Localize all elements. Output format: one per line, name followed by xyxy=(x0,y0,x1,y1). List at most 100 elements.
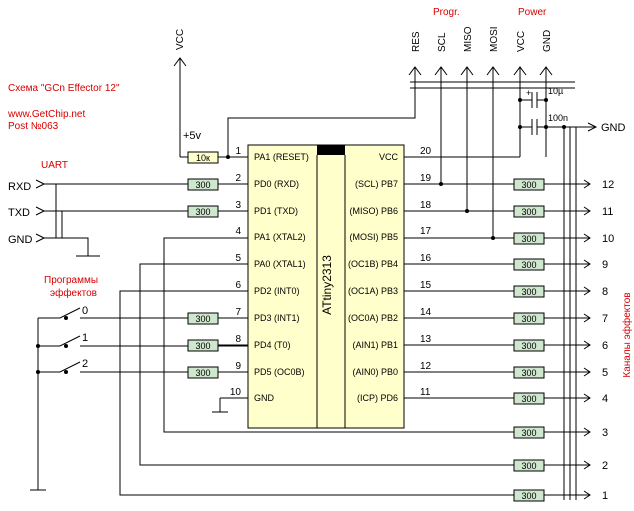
channel-resistor xyxy=(513,312,545,325)
power-header: VCC GND xyxy=(410,30,575,157)
ch3-wire xyxy=(163,237,582,433)
chip-pin-name: (OC0A) PB2 xyxy=(348,313,398,323)
channel-resistor xyxy=(513,285,545,298)
series-resistor-label: 300 xyxy=(195,341,210,351)
prog-pin-miso: MISO xyxy=(463,26,474,52)
svg-text:+: + xyxy=(526,88,531,98)
chip-pin-name: (OC1B) PB4 xyxy=(348,259,398,269)
channel-number: 2 xyxy=(602,460,608,472)
chip-pin-name: PD1 (TXD) xyxy=(254,206,298,216)
chip-pin-name: (AIN1) PB1 xyxy=(352,340,398,350)
pullup-resistor-label: 10к xyxy=(196,153,210,163)
button-1-label: 1 xyxy=(82,332,88,344)
channel-resistor xyxy=(513,232,545,245)
chip-pin-num: 8 xyxy=(235,334,241,345)
channel-number: 1 xyxy=(602,490,608,502)
channel-number: 11 xyxy=(602,206,613,218)
chip-pin-num: 13 xyxy=(420,334,432,345)
arrow-right-icon xyxy=(583,393,591,403)
chip-pin-num: 18 xyxy=(420,200,432,211)
arrow-right-icon xyxy=(583,313,591,323)
channel-resistor xyxy=(513,205,545,218)
channel-resistor xyxy=(513,426,545,439)
channel-number: 12 xyxy=(602,179,614,191)
chip-notch xyxy=(317,145,345,155)
chip-pin-num: 3 xyxy=(235,200,241,211)
title-text: Схема "GCn Effector 12" xyxy=(8,83,120,94)
chip-pin-name: PD0 (RXD) xyxy=(254,179,299,189)
arrow-right-icon xyxy=(583,460,591,470)
site-link[interactable]: www.GetChip.net xyxy=(7,109,85,120)
channel-resistor-label: 300 xyxy=(521,461,536,471)
uart-txd: TXD xyxy=(8,207,30,219)
chip-pin-num: 17 xyxy=(420,226,432,237)
button-2-label: 2 xyxy=(82,358,88,370)
channel-resistor-label: 300 xyxy=(521,260,536,270)
channel-resistor xyxy=(513,258,545,271)
chip-pin-num: 19 xyxy=(420,173,432,184)
post-text: Post №063 xyxy=(8,121,59,132)
cap1-label: 10µ xyxy=(548,86,563,96)
chip-pin-name: (SCL) PB7 xyxy=(355,179,398,189)
chip-pin-name: PA0 (XTAL1) xyxy=(254,259,306,269)
arrow-right-icon xyxy=(583,233,591,243)
channel-resistor-label: 300 xyxy=(521,287,536,297)
channel-number: 3 xyxy=(602,427,608,439)
arrow-right-icon xyxy=(583,490,591,500)
chip-pin-num: 4 xyxy=(235,226,241,237)
channel-resistor-label: 300 xyxy=(521,180,536,190)
res-line xyxy=(227,68,416,157)
chip-pin-num: 16 xyxy=(420,253,432,264)
chip-pin-name: PA1 (XTAL2) xyxy=(254,232,306,242)
arrow-right-icon xyxy=(583,206,591,216)
chip-pin-name: PA1 (RESET) xyxy=(254,152,309,162)
series-resistor-label: 300 xyxy=(195,207,210,217)
channel-resistor-label: 300 xyxy=(521,428,536,438)
channel-resistor xyxy=(513,339,545,352)
uart-gnd: GND xyxy=(8,234,33,246)
chip-pin-num: 11 xyxy=(420,387,431,398)
chip-pin-num: 15 xyxy=(420,280,432,291)
channel-resistor xyxy=(513,489,545,502)
chip-pin-name: PD4 (T0) xyxy=(254,340,291,350)
power-label: Power xyxy=(518,7,547,18)
arrow-right-icon xyxy=(583,179,591,189)
series-resistor-label: 300 xyxy=(195,314,210,324)
channel-number: 5 xyxy=(602,367,608,379)
channel-resistor-label: 300 xyxy=(521,314,536,324)
channel-resistor xyxy=(513,178,545,191)
channel-number: 10 xyxy=(602,233,614,245)
channel-number: 7 xyxy=(602,313,608,325)
cap2-label: 100n xyxy=(548,113,568,123)
chip-pin-num: 6 xyxy=(235,280,241,291)
capacitor-100n: 100n xyxy=(520,113,568,135)
channel-resistor-label: 300 xyxy=(521,207,536,217)
chip-pin-name: (MISO) PB6 xyxy=(349,206,398,216)
gnd-label: GND xyxy=(601,122,626,134)
chip-pin-num: 12 xyxy=(420,361,432,372)
arrow-right-icon xyxy=(583,367,591,377)
vcc-arrow-icon xyxy=(173,57,187,67)
power-pin-gnd: GND xyxy=(542,30,553,52)
chip-pin-name: PD2 (INT0) xyxy=(254,286,300,296)
chip-pin-name: (OC1A) PB3 xyxy=(348,286,398,296)
prog-pin-res: RES xyxy=(411,31,422,52)
chip-pin-num: 7 xyxy=(235,307,241,318)
ch1-wire xyxy=(119,290,582,496)
channel-resistor-label: 300 xyxy=(521,491,536,501)
chip-pin-num: 1 xyxy=(235,146,241,157)
chip-pin-num: 20 xyxy=(420,146,432,157)
uart-connector: RXD TXD GND xyxy=(8,179,188,257)
chip-pin-name: PD3 (INT1) xyxy=(254,313,300,323)
chip-pin-num: 2 xyxy=(235,173,241,184)
arrow-right-icon xyxy=(583,427,591,437)
vcc-label: VCC xyxy=(175,29,186,50)
uart-rxd: RXD xyxy=(8,181,31,193)
channel-number: 6 xyxy=(602,340,608,352)
ch2-wire xyxy=(139,263,582,466)
prog-pin-mosi: MOSI xyxy=(489,26,500,52)
